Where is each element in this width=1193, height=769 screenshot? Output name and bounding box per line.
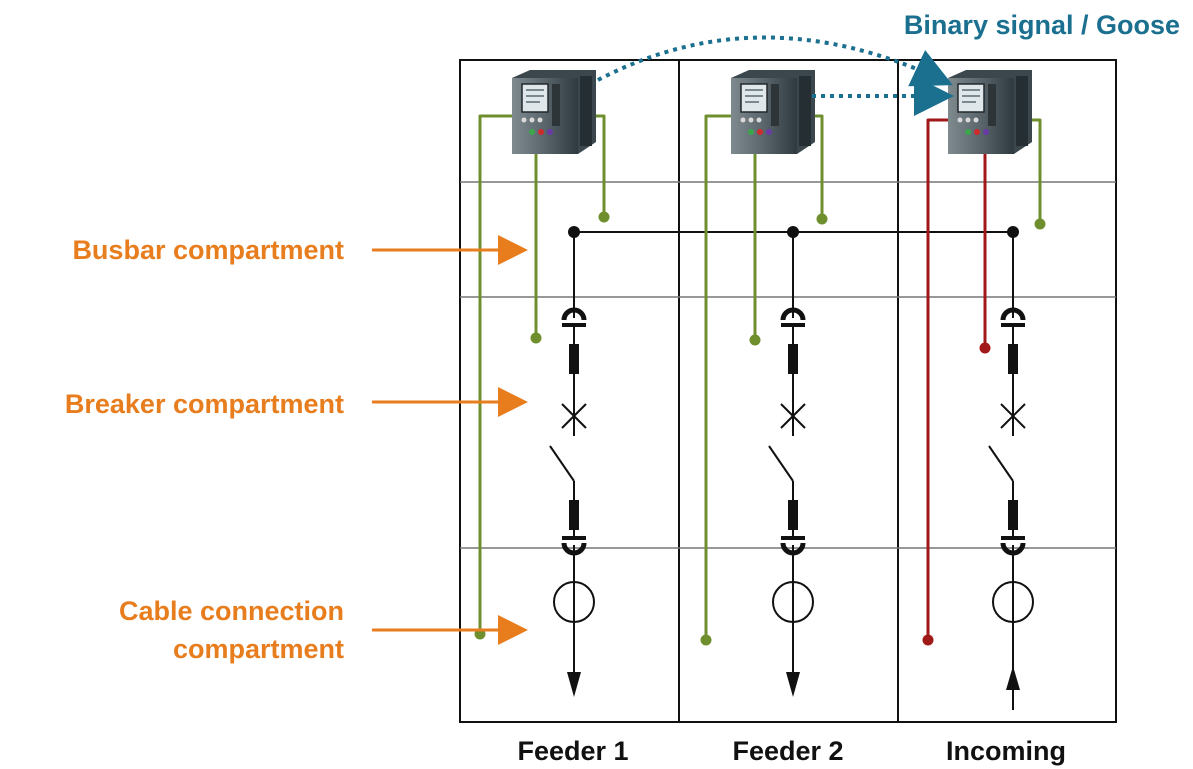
arrow-icon — [1006, 666, 1020, 690]
compartment-pointers — [372, 235, 528, 645]
feeder-1-breaker-symbol — [550, 310, 586, 553]
column-label-feeder-2: Feeder 2 — [732, 736, 843, 766]
cable-compartment-label-line1: Cable connection — [119, 596, 344, 626]
incoming-breaker-symbol — [989, 310, 1025, 553]
switchgear-panels — [459, 59, 1117, 723]
cable-compartment-symbols — [553, 545, 1034, 710]
busbar-compartment-label: Busbar compartment — [72, 235, 344, 265]
relay-wiring — [478, 114, 1042, 640]
protection-relay-icon — [730, 69, 816, 155]
arrow-icon — [786, 672, 800, 697]
breaker-compartment-label: Breaker compartment — [65, 389, 344, 419]
cable-compartment-label-line2: compartment — [173, 634, 344, 664]
feeder-2-breaker-symbol — [769, 310, 805, 553]
goose-signal-paths — [597, 35, 954, 116]
protection-relay-icon — [511, 69, 597, 155]
wiring-terminals — [474, 211, 1046, 646]
protection-relay-icon — [947, 69, 1033, 155]
column-label-feeder-1: Feeder 1 — [517, 736, 628, 766]
arrow-icon — [567, 672, 581, 697]
column-label-incoming: Incoming — [946, 736, 1066, 766]
goose-signal-label: Binary signal / Goose — [904, 10, 1180, 40]
busbar — [568, 226, 1019, 318]
